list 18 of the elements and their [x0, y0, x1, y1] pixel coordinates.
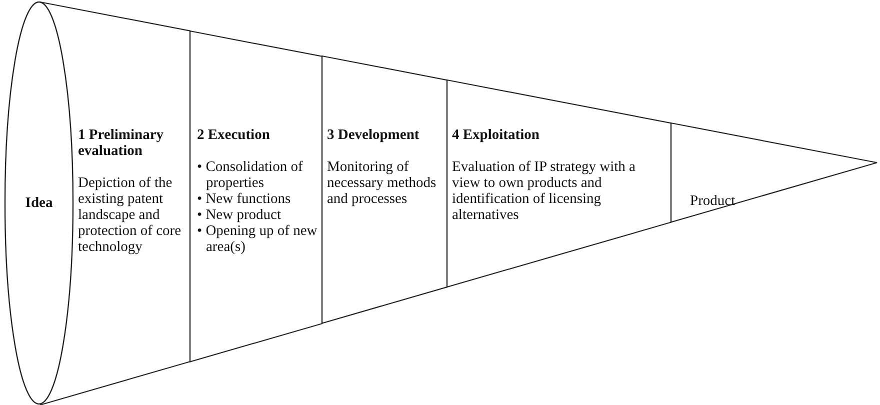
bullet-item: • Consolidation of properties — [197, 158, 304, 191]
funnel-section — [190, 30, 322, 362]
funnel-section — [322, 56, 447, 324]
stage-description: Evaluation of IP strategy with a view to own products and identification of licensing alternatives — [452, 158, 636, 223]
bullet-item: • New product — [197, 206, 282, 223]
stage-heading: 4 Exploitation — [452, 126, 540, 143]
ellipse-end — [4, 1, 74, 405]
stage-description: Monitoring of necessary methods and processes — [327, 158, 438, 207]
stage-label: Product — [690, 192, 736, 209]
cone-tip-section — [671, 123, 877, 223]
bullet-item: • New functions — [197, 190, 292, 207]
stage-heading: 2 Execution — [197, 126, 271, 143]
stage-label: Idea — [24, 195, 54, 211]
stage-heading: 3 Development — [327, 126, 420, 143]
stage-heading: 1 Preliminary evaluation — [78, 127, 165, 159]
stage-description: Depiction of the existing patent landscape and protection of core technology — [78, 175, 182, 255]
bullet-item: • Opening up of new area(s) — [197, 222, 318, 255]
funnel-section — [447, 80, 671, 288]
